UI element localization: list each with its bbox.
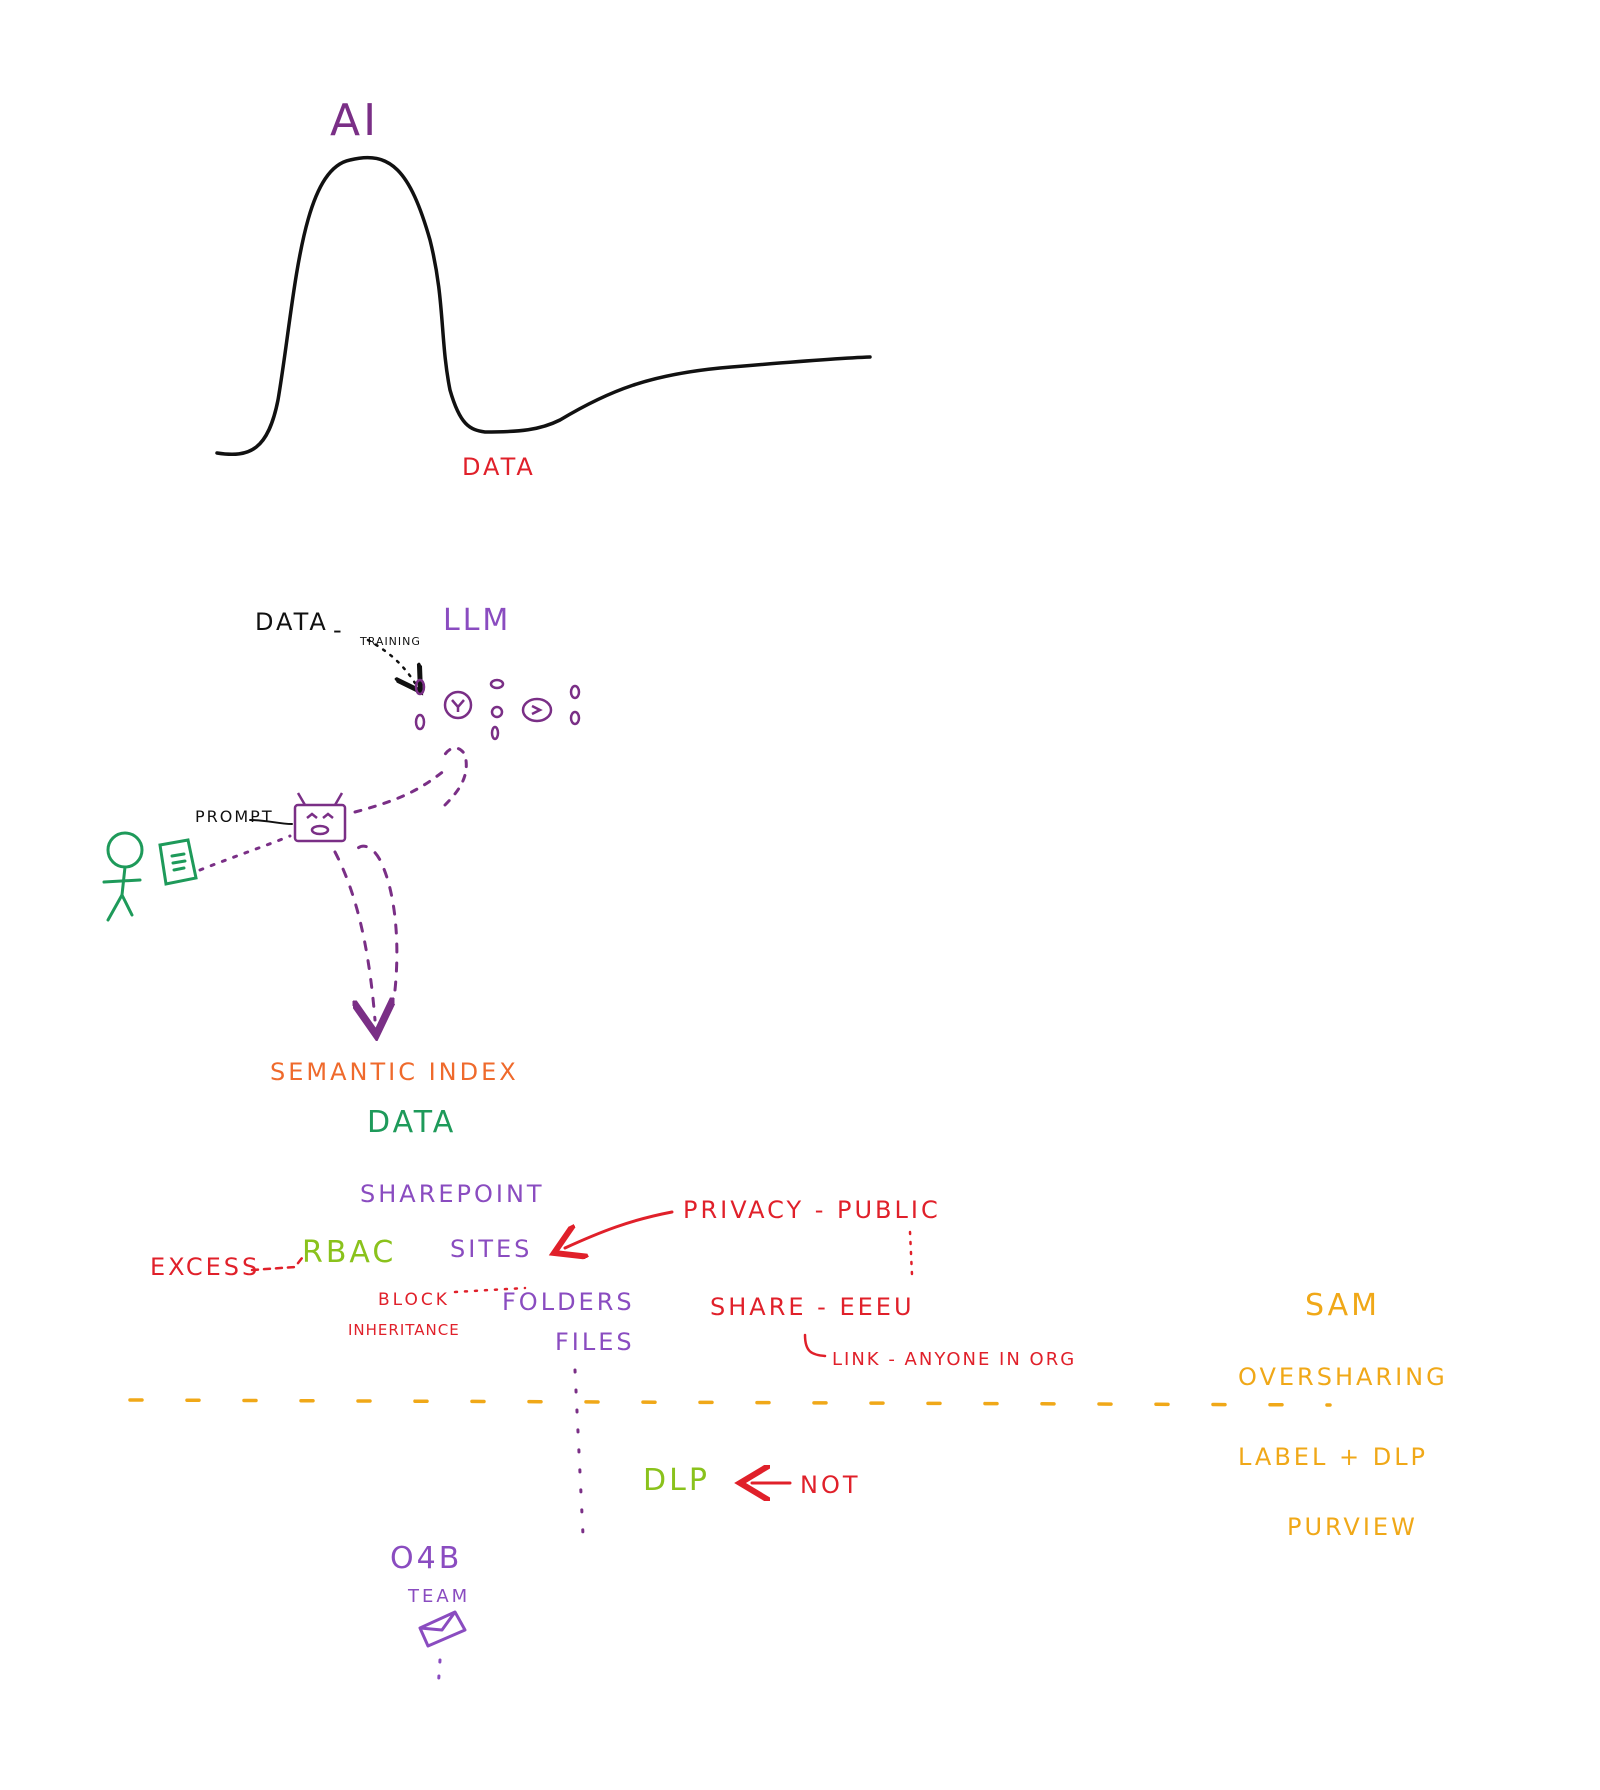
dlp-label: DLP <box>643 1463 710 1498</box>
training-dash: - <box>333 616 345 644</box>
bot-to-index-link <box>333 850 375 1020</box>
privacy-public-label: PRIVACY - PUBLIC <box>683 1196 941 1224</box>
index-to-bot-link <box>353 844 399 992</box>
sam-label: SAM <box>1305 1288 1380 1323</box>
training-label: TRAINING <box>359 635 421 648</box>
purview-label: PURVIEW <box>1287 1513 1418 1541</box>
team-envelope-icon <box>418 1610 467 1648</box>
neural-network-icon <box>414 678 581 741</box>
data-stack: SEMANTIC INDEX DATA SHAREPOINT SITES RBA… <box>150 1058 1076 1370</box>
right-column: SAM OVERSHARING LABEL + DLP PURVIEW <box>1238 1288 1448 1541</box>
training-arrow <box>366 638 415 683</box>
share-eeeu-label: SHARE - EEEU <box>710 1293 915 1321</box>
not-label: NOT <box>800 1471 861 1499</box>
block-inheritance-label-1: BLOCK <box>378 1290 450 1310</box>
document-icon <box>158 838 198 886</box>
team-down-link <box>436 1658 442 1692</box>
sharepoint-label: SHAREPOINT <box>360 1180 545 1208</box>
llm-flow: DATA - TRAINING LLM <box>102 603 581 1020</box>
below-boundary: DLP NOT O4B TEAM <box>390 1463 861 1692</box>
excess-label: EXCESS <box>150 1253 260 1281</box>
block-inheritance-label-2: INHERITANCE <box>348 1321 460 1339</box>
hype-curve-line <box>215 155 872 457</box>
data-label: DATA <box>367 1105 456 1140</box>
bot-to-llm-link <box>353 768 447 814</box>
hype-trough-label: DATA <box>462 453 536 481</box>
oversharing-label: OVERSHARING <box>1238 1363 1448 1391</box>
llm-label: LLM <box>443 603 511 638</box>
user-to-bot-link <box>198 834 292 872</box>
llm-to-bot-link <box>440 746 468 807</box>
semantic-index-label: SEMANTIC INDEX <box>270 1058 519 1086</box>
team-label: TEAM <box>407 1586 470 1607</box>
hype-curve: AI DATA <box>215 95 872 481</box>
folders-label: FOLDERS <box>502 1288 635 1316</box>
copilot-bot-icon <box>293 792 347 843</box>
share-to-link-connector <box>803 1333 827 1358</box>
o4b-label: O4B <box>390 1541 462 1576</box>
privacy-to-sites-arrow <box>565 1210 674 1248</box>
label-dlp-label: LABEL + DLP <box>1238 1443 1428 1471</box>
training-data-label: DATA <box>255 608 329 636</box>
files-label: FILES <box>555 1328 635 1356</box>
files-down-link <box>573 1368 585 1537</box>
hype-peak-label: AI <box>330 95 379 146</box>
prompt-label: PROMPT <box>195 807 274 826</box>
boundary-divider-line <box>128 1398 1332 1407</box>
link-anyone-label: LINK - ANYONE IN ORG <box>832 1349 1076 1370</box>
block-to-folders-link <box>453 1286 527 1294</box>
prompt-arrow <box>249 819 293 825</box>
sites-label: SITES <box>450 1235 532 1263</box>
rbac-label: RBAC <box>302 1235 396 1270</box>
privacy-to-share-link <box>908 1230 914 1277</box>
excess-to-rbac-link <box>250 1256 304 1272</box>
user-stick-figure-icon <box>102 831 144 922</box>
